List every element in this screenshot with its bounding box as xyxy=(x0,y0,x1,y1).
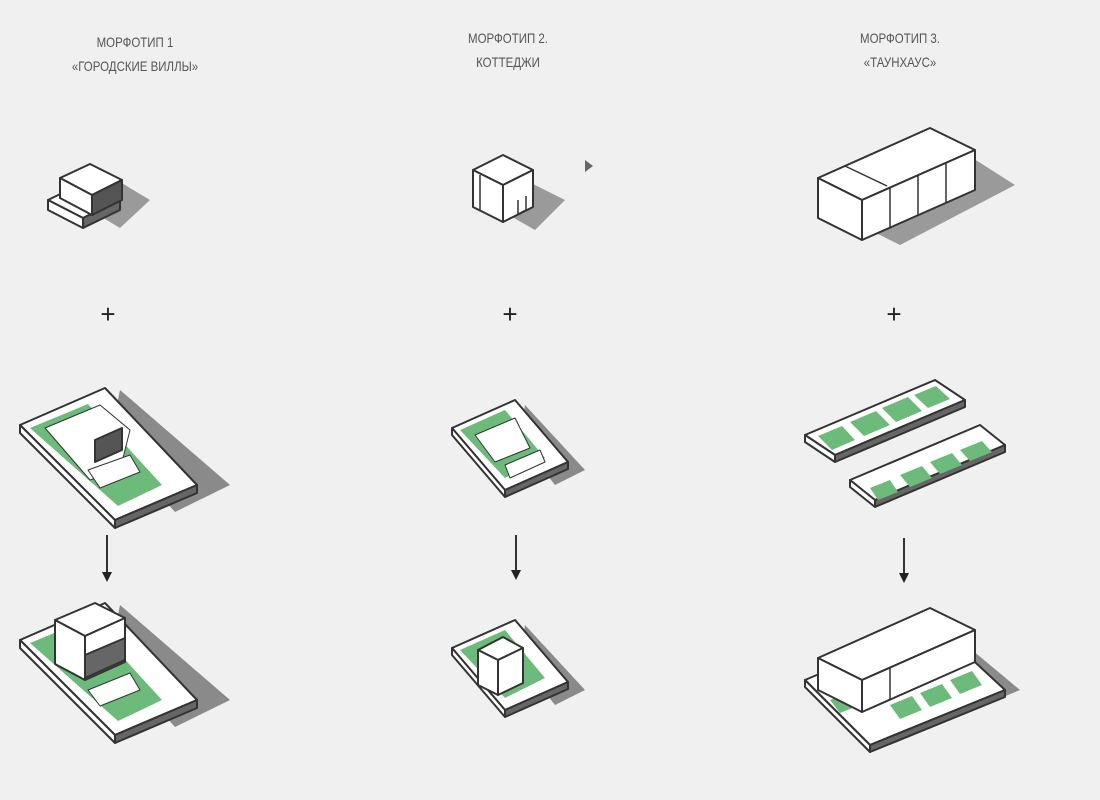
down-arrow-2 xyxy=(511,535,521,580)
column-3-title: МОРФОТИП 3. «ТАУНХАУС» xyxy=(806,26,995,74)
column-3-title-line1: МОРФОТИП 3. xyxy=(860,30,940,46)
cottage-result-icon xyxy=(451,619,585,718)
column-1-title: МОРФОТИП 1 «ГОРОДСКИЕ ВИЛЛЫ» xyxy=(41,30,230,78)
villa-result-icon xyxy=(19,602,230,744)
column-3-title-line2: «ТАУНХАУС» xyxy=(863,54,937,70)
plus-sign-2: + xyxy=(502,299,518,329)
column-2-title: МОРФОТИП 2. КОТТЕДЖИ xyxy=(414,26,603,74)
column-2-title-line1: МОРФОТИП 2. xyxy=(468,30,548,46)
arrow-marker-icon xyxy=(585,160,593,172)
plus-sign-1: + xyxy=(100,299,116,329)
cottage-plot-icon xyxy=(451,399,585,498)
column-2-title-line2: КОТТЕДЖИ xyxy=(476,54,540,70)
column-1-title-line2: «ГОРОДСКИЕ ВИЛЛЫ» xyxy=(71,58,199,74)
down-arrow-1 xyxy=(102,535,112,582)
townhouse-result-icon xyxy=(804,607,1020,753)
plus-sign-3: + xyxy=(886,299,902,329)
column-1-title-line1: МОРФОТИП 1 xyxy=(96,34,174,50)
townhouse-building-icon xyxy=(817,127,1015,245)
down-arrow-3 xyxy=(899,538,909,583)
cottage-building-icon xyxy=(472,154,565,230)
villa-plot-icon xyxy=(19,387,230,529)
townhouse-plot-icon xyxy=(804,379,1006,508)
villa-building-icon xyxy=(47,163,150,229)
